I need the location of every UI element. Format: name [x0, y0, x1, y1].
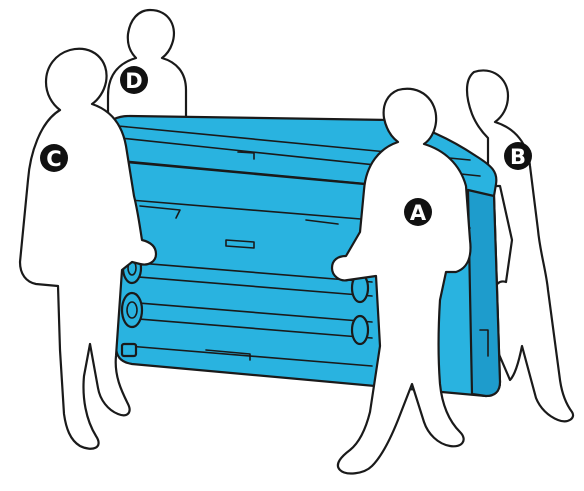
badge-d-label: D — [125, 69, 142, 93]
badge-a-label: A — [410, 201, 427, 225]
badge-b: B — [504, 142, 532, 170]
badge-c-label: C — [46, 147, 61, 171]
badge-a: A — [404, 198, 432, 226]
badge-d: D — [120, 66, 148, 94]
person-d — [108, 10, 186, 120]
badge-b-label: B — [510, 145, 526, 169]
badge-c: C — [40, 144, 68, 172]
